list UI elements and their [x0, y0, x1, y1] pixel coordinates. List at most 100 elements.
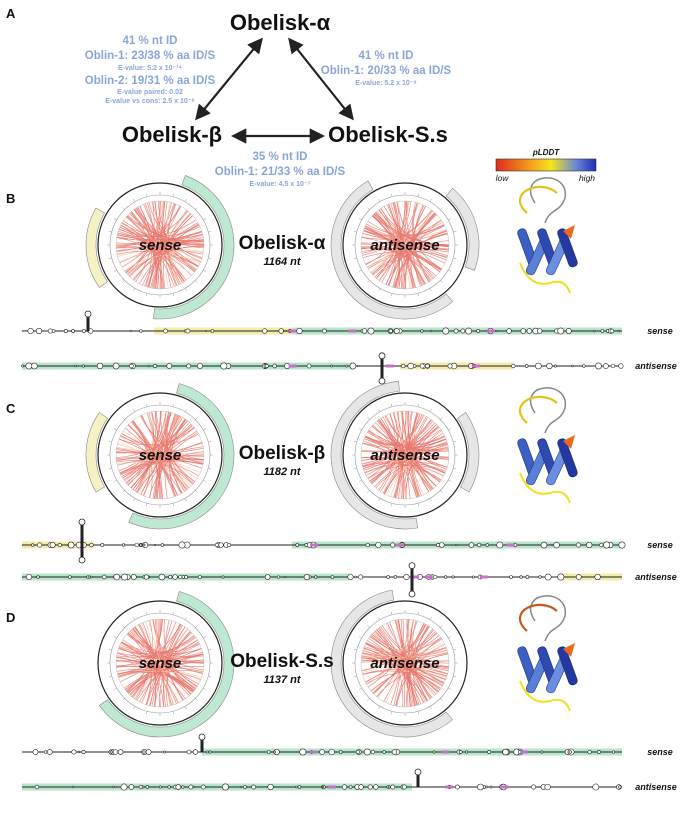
sense-strand-2-bulge: [66, 543, 70, 547]
sense-circos-1-chord: [118, 228, 187, 281]
sense-strand-3-bulge: [266, 750, 271, 754]
sense-strand-1-bulge: [460, 328, 466, 334]
antisense-circos-2-label: antisense: [370, 447, 439, 464]
sense-circos-1-chord: [151, 223, 199, 289]
antisense-circos-1-tick: [453, 257, 457, 259]
sense-circos-3-tick: [113, 687, 117, 690]
antisense-circos-2-chord: [363, 462, 446, 472]
sense-circos-2-label: sense: [139, 447, 182, 464]
sense-strand-3-bulge: [145, 749, 152, 755]
sense-strand-2-bulge: [365, 542, 370, 548]
protein-structure-2-loop-colored: [518, 395, 558, 424]
antisense-strand-1-bulge: [96, 362, 104, 370]
sense-strand-2-stem-loop: [78, 518, 86, 526]
sense-circos-3-inner-ring: [115, 618, 205, 708]
sense-circos-2-tick: [208, 441, 212, 443]
antisense-circos-2-tick: [367, 490, 370, 493]
antisense-strand-2-bulge: [113, 573, 120, 581]
protein-structure-3-helix: [557, 646, 578, 686]
antisense-strand-2-stem-loop: [408, 590, 416, 598]
sense-circos-3-tick: [203, 687, 207, 690]
sense-circos-3-chord: [139, 632, 192, 703]
antisense-strand-3-bulge: [239, 785, 243, 789]
sense-strand-3-bulge: [363, 748, 371, 756]
sense-strand-3-bulge: [355, 749, 361, 755]
antisense-strand-3-motif: [327, 785, 336, 789]
antisense-circos-3-tick: [358, 687, 362, 690]
sense-circos-3-tick: [208, 649, 212, 651]
antisense-circos-1-tick: [417, 293, 419, 297]
sense-circos-2-tick: [133, 408, 136, 412]
antisense-circos-2-tick: [391, 503, 393, 507]
sense-strand-3-bulge: [43, 750, 48, 754]
antisense-strand-2-bulge: [86, 575, 90, 579]
plddt-color-bar: [495, 158, 597, 172]
antisense-strand-1-bulge: [603, 363, 609, 369]
sense-strand-3-bulge: [78, 750, 81, 754]
note-left-line6: E-value vs cons: 2.5 x 10⁻⁸: [105, 98, 195, 105]
sense-circos-3-tick: [122, 625, 125, 628]
antisense-strand-1-bulge: [524, 364, 529, 368]
antisense-strand-3-bulge: [243, 785, 247, 789]
sense-circos-2-gene-arc-1: [85, 412, 108, 493]
antisense-circos-3-tick: [417, 711, 419, 715]
antisense-circos-2-chord: [367, 411, 407, 479]
antisense-strand-1-motif: [288, 364, 297, 368]
antisense-circos-1-chord: [398, 212, 436, 289]
sense-circos-1-tick: [208, 257, 212, 259]
sense-strand-2-bulge: [100, 543, 105, 547]
antisense-circos-1-tick: [391, 293, 393, 297]
antisense-circos-1-chord: [372, 215, 425, 285]
sense-strand-1-bulge: [600, 329, 605, 333]
antisense-circos-1-chords: [361, 200, 450, 290]
antisense-strand-3-motif: [500, 785, 509, 789]
sense-strand-2-bulge: [455, 543, 458, 547]
note-right-line2: Oblin-1: 20/33 % aa ID/S: [321, 65, 452, 77]
antisense-circos-2-chord: [370, 419, 432, 483]
antisense-circos-1-tick: [367, 207, 370, 210]
antisense-strand-3-bulge: [348, 785, 353, 789]
sense-strand-3-bulge: [81, 750, 86, 754]
sense-circos-1-tick: [172, 293, 174, 297]
antisense-strand-3-bulge: [489, 785, 493, 789]
sense-strand-2-bulge: [540, 541, 548, 549]
antisense-strand-1-bulge: [112, 362, 120, 370]
sense-circos-2-chord: [116, 461, 192, 487]
antisense-circos-1-chord: [366, 223, 445, 236]
protein-structure-2-yellow-strand: [519, 472, 571, 504]
antisense-circos-1-chord: [373, 213, 426, 285]
sense-circos-2-chord: [124, 427, 179, 496]
sense-circos-1-chord: [157, 201, 196, 272]
sense-circos-2-chord: [116, 460, 196, 482]
sense-circos-2-tick: [122, 490, 125, 493]
panel-label-b: B: [6, 191, 15, 206]
sense-circos-1-chord: [118, 230, 195, 273]
sense-circos-3-label: sense: [139, 655, 182, 672]
antisense-circos-2-chord: [362, 462, 441, 482]
antisense-circos-1-tick: [429, 198, 432, 202]
sense-strand-3-bulge: [382, 750, 386, 754]
sense-circos-2-chord: [123, 430, 190, 488]
note-left-line3: E-value: 5.2 x 10⁻¹⁴: [118, 65, 183, 72]
sense-strand-1-bulge: [388, 328, 393, 334]
antisense-circos-1-chord: [364, 227, 442, 271]
antisense-strand-2-bulge: [197, 575, 202, 579]
antisense-circos-3-chord: [365, 643, 441, 690]
antisense-strand-3-bulge: [120, 783, 128, 791]
antisense-strand-1-bulge: [74, 364, 77, 368]
sense-strand-2-bulge: [153, 543, 157, 547]
antisense-strand-2-bulge: [178, 575, 183, 579]
sense-strand-1-bulge: [296, 327, 303, 335]
antisense-circos-3-tick: [378, 706, 381, 710]
sense-strand-2-bulge: [553, 541, 560, 549]
sense-strand-2-bulge: [550, 543, 554, 547]
sense-strand-2-bulge: [375, 541, 382, 549]
sense-strand-1-motif: [288, 329, 297, 333]
sense-strand-1-bulge: [278, 328, 284, 334]
sense-circos-3-tick: [184, 616, 187, 620]
antisense-circos-2-tick: [440, 417, 443, 420]
antisense-strand-3-bulge: [592, 783, 600, 791]
antisense-circos-1-chord: [392, 201, 408, 288]
protein-structure-2-helix: [557, 438, 578, 478]
sense-strand-3-bulge: [328, 748, 335, 756]
